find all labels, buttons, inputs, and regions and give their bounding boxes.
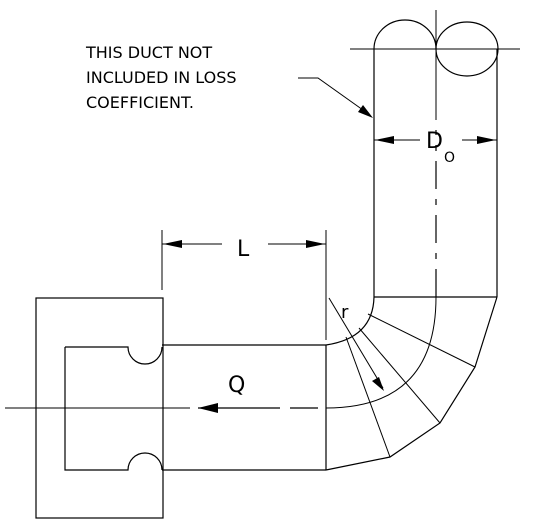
note-line-1: THIS DUCT NOT — [85, 43, 212, 62]
note-line-3: COEFFICIENT. — [86, 93, 194, 112]
centerline-elbow-arc — [325, 296, 437, 409]
radius-arrow-head — [372, 377, 384, 391]
note-leader-arrow — [358, 105, 373, 118]
dim-do-label-sub: O — [444, 150, 455, 166]
gore-divider-2 — [358, 327, 441, 424]
note-leader-line — [298, 77, 371, 116]
gore-divider-1 — [345, 336, 391, 458]
dim-do-arrow-left — [375, 136, 394, 144]
gore-divider-3 — [367, 313, 476, 368]
dim-l-arrow-left — [163, 240, 182, 248]
plenum-inner-bottom — [64, 347, 163, 471]
radius-label-r: r — [341, 302, 349, 323]
radius-arrow-shaft — [328, 297, 384, 389]
dim-l-arrow-right — [306, 240, 325, 248]
note-line-2: INCLUDED IN LOSS — [86, 68, 237, 87]
dim-l-label: L — [237, 237, 250, 262]
elbow-outer-segments — [325, 296, 498, 471]
dim-do-label-main: D — [426, 129, 443, 154]
flow-arrow-head — [198, 403, 218, 413]
section-symbol-left-arc — [373, 19, 437, 50]
elbow-inner-radius — [325, 296, 375, 346]
dim-do-arrow-right — [477, 136, 496, 144]
plenum-inner-top — [65, 346, 163, 365]
flow-label-q: Q — [228, 373, 245, 398]
